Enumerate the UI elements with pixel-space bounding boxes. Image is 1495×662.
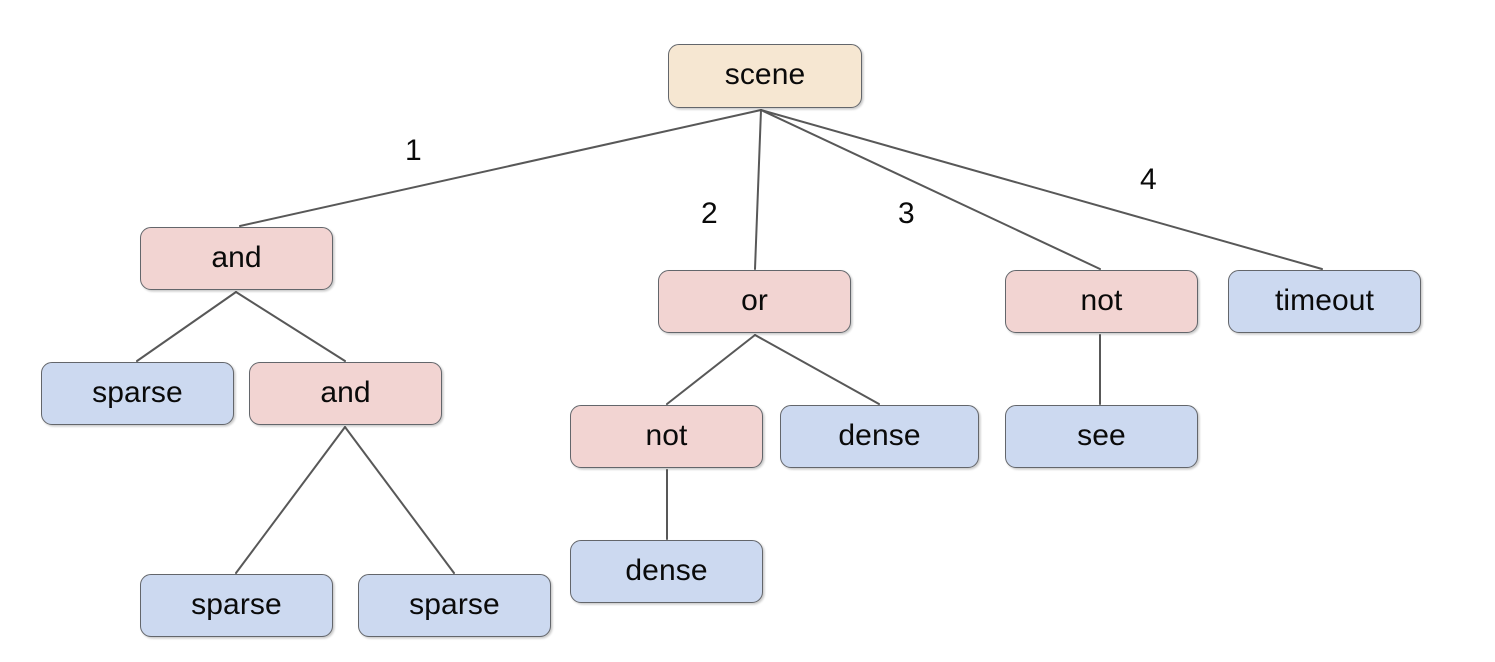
tree-edge	[239, 109, 762, 227]
tree-node-label: dense	[838, 418, 921, 452]
tree-node-label: or	[741, 283, 768, 317]
tree-node-label: sparse	[409, 587, 500, 621]
tree-node-dense2[interactable]: dense	[780, 405, 979, 468]
tree-edge	[136, 291, 237, 362]
tree-node-label: not	[1080, 283, 1123, 317]
tree-edge	[235, 426, 346, 574]
tree-node-label: not	[645, 418, 688, 452]
edge-label-2: 2	[701, 197, 718, 230]
tree-node-or1[interactable]: or	[658, 270, 851, 333]
tree-node-not1[interactable]: not	[570, 405, 763, 468]
tree-node-scene[interactable]: scene	[668, 44, 862, 108]
tree-edge	[344, 426, 455, 574]
edge-label-1: 1	[405, 134, 422, 167]
tree-edge	[760, 109, 1323, 270]
tree-node-sparse3[interactable]: sparse	[358, 574, 551, 637]
tree-node-label: and	[211, 240, 262, 274]
tree-node-label: sparse	[92, 375, 183, 409]
tree-node-label: timeout	[1274, 283, 1375, 317]
tree-edge	[760, 109, 1101, 270]
edge-label-4: 4	[1140, 163, 1157, 196]
tree-edge	[754, 334, 880, 405]
tree-edge	[754, 109, 762, 270]
tree-node-sparse1[interactable]: sparse	[41, 362, 234, 425]
edge-label-3: 3	[898, 197, 915, 230]
tree-edge	[666, 334, 756, 405]
tree-node-label: see	[1077, 418, 1126, 452]
tree-node-label: scene	[724, 58, 806, 91]
tree-node-sparse2[interactable]: sparse	[140, 574, 333, 637]
tree-edge	[235, 291, 346, 362]
tree-node-not2[interactable]: not	[1005, 270, 1198, 333]
tree-node-see1[interactable]: see	[1005, 405, 1198, 468]
tree-node-label: sparse	[191, 587, 282, 621]
tree-node-and2[interactable]: and	[249, 362, 442, 425]
tree-node-and1[interactable]: and	[140, 227, 333, 290]
tree-node-label: and	[320, 375, 371, 409]
tree-node-dense1[interactable]: dense	[570, 540, 763, 603]
tree-node-timeout1[interactable]: timeout	[1228, 270, 1421, 333]
tree-node-label: dense	[625, 553, 708, 587]
